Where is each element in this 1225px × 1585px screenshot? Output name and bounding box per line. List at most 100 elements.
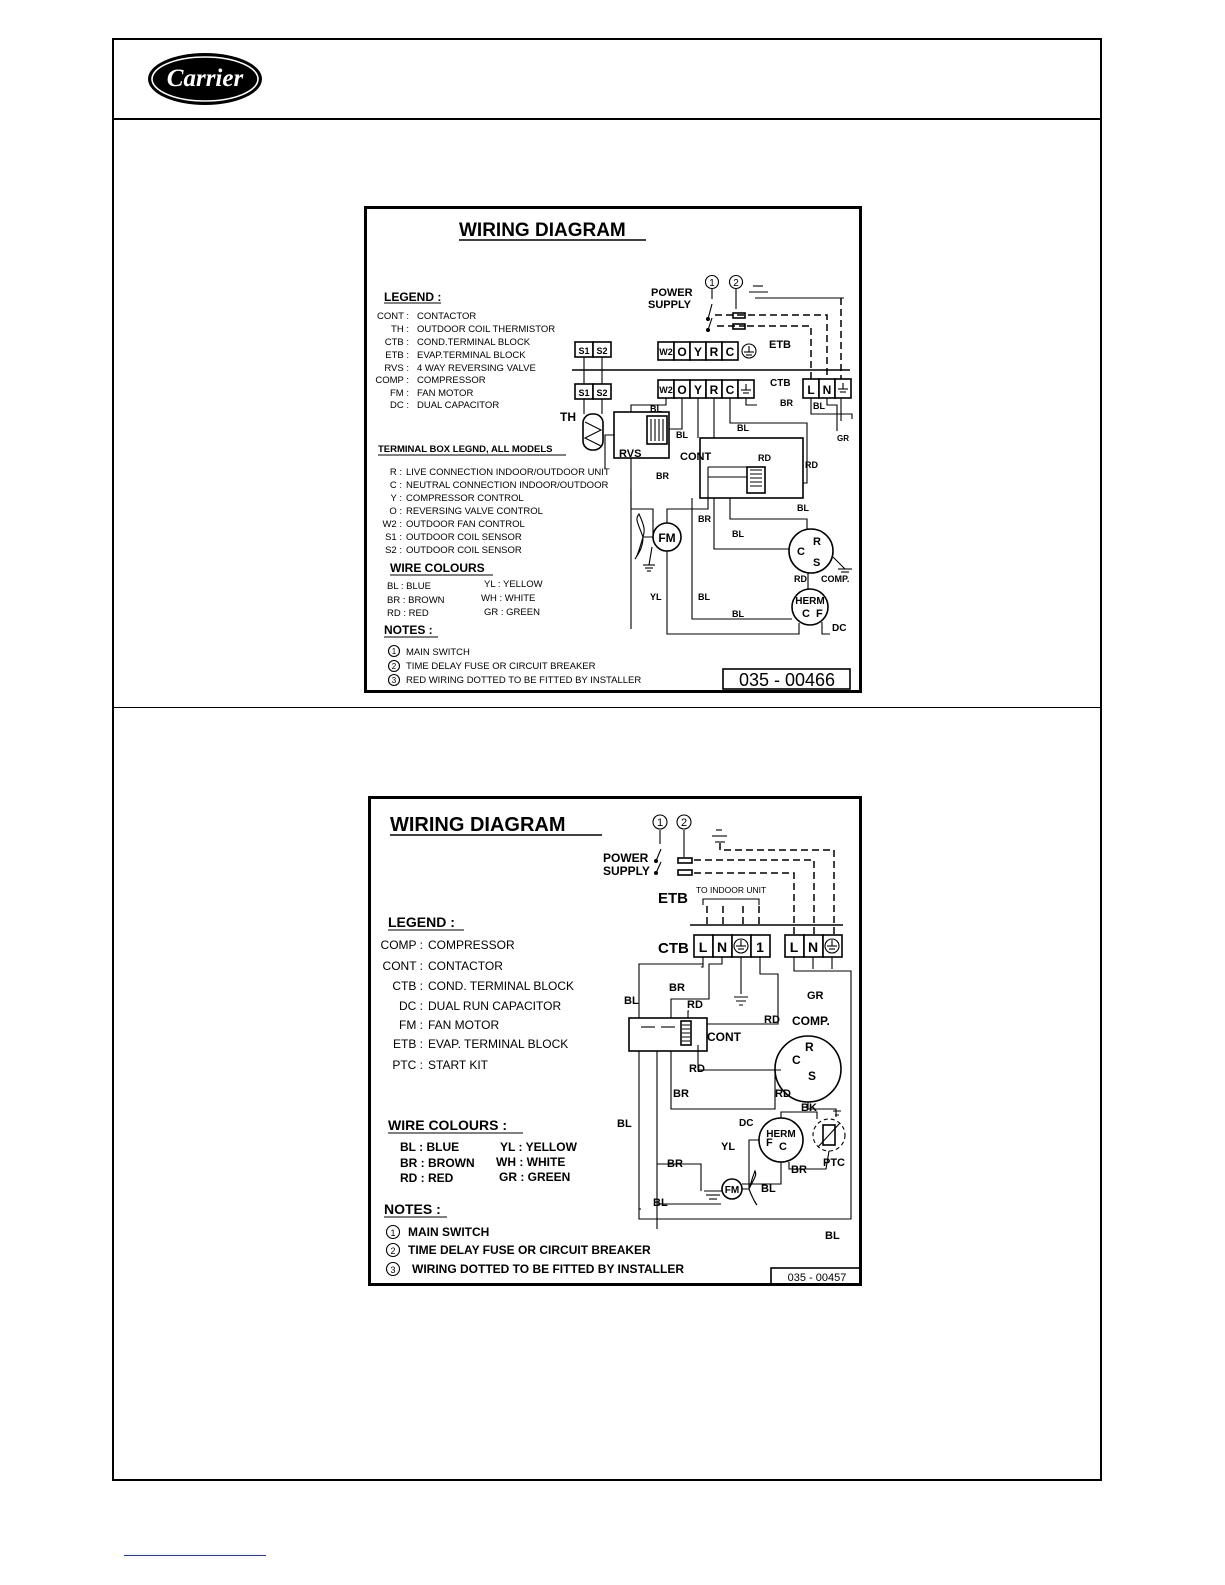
colour-entry: WH : WHITE	[496, 1155, 565, 1169]
wire-label: BL	[653, 1197, 668, 1209]
page-frame: Carrier	[112, 38, 1102, 1481]
wire-label: BR	[673, 1088, 689, 1100]
terminal-label: L	[790, 939, 799, 955]
legend-desc: FAN MOTOR	[428, 1018, 499, 1032]
terminal-code: C :	[390, 480, 402, 491]
etb-label: ETB	[658, 890, 688, 907]
herm-label: HERM	[795, 596, 824, 607]
contactor-coil	[746, 466, 766, 494]
legend-desc: COND.TERMINAL BLOCK	[417, 337, 531, 348]
colour-entry: RD : RED	[400, 1171, 454, 1185]
wire-label: BL	[732, 529, 744, 539]
notes-title: NOTES :	[384, 1201, 441, 1217]
part-number: 035 - 00466	[739, 670, 835, 690]
legend-desc: OUTDOOR COIL THERMISTOR	[417, 324, 555, 335]
fuse	[677, 869, 693, 876]
legend-desc: COND. TERMINAL BLOCK	[428, 979, 574, 993]
fan-blade-icon	[634, 512, 653, 560]
part-number: 035 - 00457	[788, 1272, 847, 1283]
wiring-diagram-2-svg: WIRING DIAGRAM LEGEND : COMP : COMPRESSO…	[381, 814, 859, 1283]
wire-label: BL	[617, 1118, 632, 1130]
terminal-code: R :	[390, 467, 402, 478]
wire-label: BR	[656, 471, 669, 481]
terminal-legend-title: TERMINAL BOX LEGND, ALL MODELS	[378, 444, 553, 455]
wire-label: BL	[732, 609, 744, 619]
note-number: 3	[390, 1265, 395, 1275]
legend-desc: EVAP.TERMINAL BLOCK	[417, 350, 526, 361]
fuse	[677, 857, 693, 864]
part-number-box	[722, 668, 851, 690]
fuse-marker	[728, 274, 744, 290]
terminal-label: L	[807, 383, 814, 397]
terminal-label: C	[792, 1053, 801, 1067]
legend-list: COMP : COMPRESSOR CONT : CONTACTOR CTB :…	[381, 938, 574, 1072]
wire-label: BL	[813, 401, 825, 411]
colour-entry: GR : GREEN	[484, 607, 540, 618]
wire-label: BR	[780, 398, 793, 408]
wire-colours-title: WIRE COLOURS :	[388, 1117, 507, 1133]
comp-label: COMP.	[821, 574, 849, 584]
legend-title: LEGEND :	[384, 290, 441, 304]
etb-label: ETB	[769, 339, 791, 351]
terminal-label: O	[677, 345, 686, 359]
legend-code: RVS :	[384, 363, 409, 374]
terminal-label: C	[797, 546, 805, 558]
terminal-desc: OUTDOOR COIL SENSOR	[406, 545, 522, 556]
section-divider	[114, 707, 1100, 708]
wire-label: RD	[689, 1063, 705, 1075]
terminal-label: N	[823, 383, 832, 397]
power-supply: POWER SUPPLY 1 2	[648, 274, 844, 389]
notes-list: 1 MAIN SWITCH 2 TIME DELAY FUSE OR CIRCU…	[385, 1224, 684, 1277]
ptc-start-kit: PTC	[812, 1118, 846, 1169]
wire-label: BL	[825, 1230, 840, 1242]
supply-label: SUPPLY	[603, 864, 650, 878]
terminal-code: Y :	[391, 493, 402, 504]
terminal-label: S1	[578, 346, 589, 356]
thermistor-sensor	[582, 413, 604, 451]
colour-entry: WH : WHITE	[481, 593, 535, 604]
wire-label: YL	[650, 592, 662, 602]
ground-icon	[741, 343, 757, 359]
note-text: MAIN SWITCH	[406, 647, 470, 658]
contactor: CONT RD	[680, 437, 804, 499]
logo-text: Carrier	[166, 65, 244, 92]
wire-label: RD	[687, 999, 703, 1011]
wire-label: BR	[791, 1164, 807, 1176]
wire-labels: BL BL BR BL GR BL BR RD BL BR BL RD YL B…	[650, 398, 849, 619]
cont-label: CONT	[680, 451, 711, 463]
note-number: 2	[390, 1246, 395, 1256]
legend-code: FM :	[390, 388, 409, 399]
legend-desc: CONTACTOR	[428, 959, 503, 973]
colour-entry: BR : BROWN	[387, 595, 445, 606]
terminal-label: S2	[596, 388, 607, 398]
wire-label: RD	[758, 453, 771, 463]
notes-title: NOTES :	[384, 623, 433, 637]
ctb-label: CTB	[658, 940, 689, 957]
ptc-label: PTC	[823, 1157, 845, 1169]
capacitor-circle	[791, 588, 829, 626]
fan-motor: FM	[704, 1169, 758, 1206]
wire-label: RD	[794, 574, 807, 584]
compressor: C R S COMP.	[774, 1014, 842, 1103]
th-label: TH	[560, 410, 576, 424]
reversing-valve: RVS	[613, 411, 670, 460]
wire-label: BL	[676, 430, 688, 440]
wire-label: BL	[698, 592, 710, 602]
contactor: CONT	[628, 1017, 742, 1052]
wire-colours-list: BL : BLUE YL : YELLOW BR : BROWN WH : WH…	[387, 579, 543, 619]
marker-number: 1	[709, 278, 715, 289]
compressor-circle	[788, 528, 834, 574]
note-number: 3	[392, 676, 397, 685]
terminal-desc: REVERSING VALVE CONTROL	[406, 506, 543, 517]
colour-entry: BL : BLUE	[387, 581, 431, 592]
note-text: RED WIRING DOTTED TO BE FITTED BY INSTAL…	[406, 675, 641, 686]
fuse-marker	[676, 814, 692, 830]
compressor: C R S COMP.	[788, 528, 852, 584]
etb-terminal-c	[721, 341, 739, 361]
wiring	[638, 957, 852, 1229]
terminal-label: C	[726, 345, 735, 359]
terminal-desc: OUTDOOR COIL SENSOR	[406, 532, 522, 543]
legend-code: TH :	[391, 324, 409, 335]
colour-entry: RD : RED	[387, 608, 429, 619]
terminal-desc: LIVE CONNECTION INDOOR/OUTDOOR UNIT	[406, 467, 610, 478]
